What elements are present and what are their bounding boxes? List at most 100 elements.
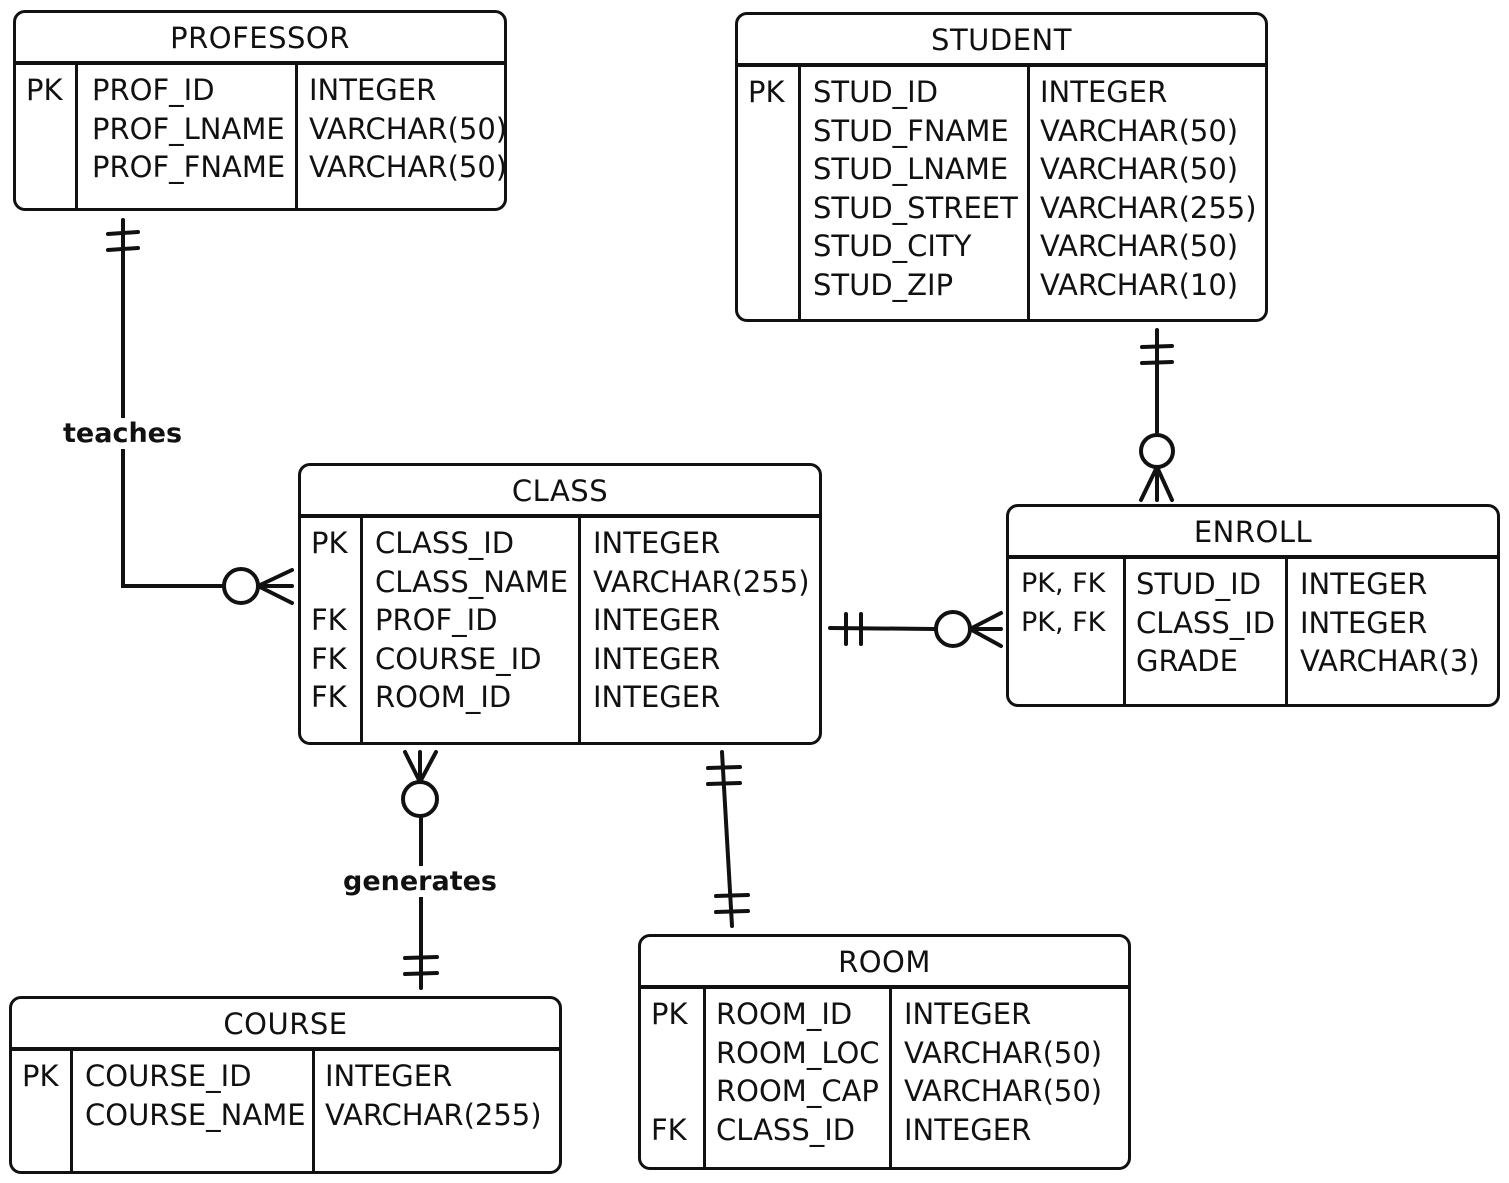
entity-title: CLASS bbox=[301, 466, 819, 518]
field-column: STUD_ID STUD_FNAME STUD_LNAME STUD_STREE… bbox=[798, 67, 1028, 319]
field-cell: ROOM_ID bbox=[375, 680, 512, 714]
type-cell: VARCHAR(255) bbox=[325, 1097, 542, 1132]
key-cell bbox=[22, 1096, 70, 1135]
key-column: PK bbox=[738, 67, 798, 319]
key-cell: PK, FK bbox=[1021, 568, 1106, 599]
key-cell: FK bbox=[311, 680, 347, 714]
type-cell: INTEGER bbox=[593, 526, 721, 560]
field-cell: PROF_ID bbox=[92, 73, 215, 107]
field-cell: PROF_ID bbox=[375, 603, 498, 637]
field-cell: ROOM_CAP bbox=[716, 1074, 879, 1108]
key-cell bbox=[748, 227, 798, 266]
type-cell: INTEGER bbox=[593, 680, 721, 714]
entity-enroll[interactable]: ENROLL PK, FK PK, FK STUD_ID CLASS_ID GR… bbox=[1006, 504, 1500, 707]
key-cell: PK, FK bbox=[1021, 606, 1106, 638]
field-cell: STUD_STREET bbox=[813, 190, 1018, 225]
field-cell: STUD_FNAME bbox=[813, 113, 1009, 148]
field-cell: GRADE bbox=[1136, 644, 1238, 678]
field-cell: ROOM_ID bbox=[716, 997, 853, 1031]
field-column: PROF_ID PROF_LNAME PROF_FNAME bbox=[75, 65, 296, 208]
key-cell bbox=[748, 189, 798, 228]
type-cell: INTEGER bbox=[1040, 75, 1168, 109]
type-cell: VARCHAR(50) bbox=[904, 1035, 1103, 1070]
type-cell: VARCHAR(3) bbox=[1300, 644, 1480, 678]
key-column: PK FK bbox=[641, 989, 703, 1167]
field-cell: STUD_ID bbox=[813, 75, 939, 109]
key-cell bbox=[1021, 642, 1123, 681]
type-column: INTEGER VARCHAR(50) VARCHAR(50) VARCHAR(… bbox=[1027, 67, 1265, 319]
key-column: PK, FK PK, FK bbox=[1009, 559, 1123, 704]
type-cell: VARCHAR(10) bbox=[1040, 267, 1239, 302]
type-cell: VARCHAR(50) bbox=[1040, 113, 1239, 148]
key-cell bbox=[26, 148, 75, 187]
field-cell: CLASS_NAME bbox=[375, 564, 569, 599]
field-column: STUD_ID CLASS_ID GRADE bbox=[1123, 559, 1286, 704]
field-cell: CLASS_ID bbox=[716, 1112, 856, 1147]
type-cell: INTEGER bbox=[1300, 567, 1428, 601]
key-cell: PK bbox=[311, 526, 348, 560]
relationship-student-enroll bbox=[1139, 328, 1175, 502]
type-column: INTEGER VARCHAR(50) VARCHAR(50) INTEGER bbox=[889, 989, 1128, 1167]
key-cell: PK bbox=[26, 73, 63, 107]
entity-title: PROFESSOR bbox=[16, 13, 504, 65]
entity-room[interactable]: ROOM PK FK ROOM_ID ROOM_LOC ROOM_CAP CLA… bbox=[638, 934, 1131, 1170]
entity-title: STUDENT bbox=[738, 15, 1265, 67]
type-column: INTEGER VARCHAR(255) bbox=[312, 1051, 559, 1171]
field-column: ROOM_ID ROOM_LOC ROOM_CAP CLASS_ID bbox=[703, 989, 890, 1167]
entity-student[interactable]: STUDENT PK STUD_ID STUD_FNAME STUD_LNAME… bbox=[735, 12, 1268, 322]
field-cell: STUD_ZIP bbox=[813, 267, 954, 302]
type-cell: INTEGER bbox=[309, 73, 437, 107]
key-cell bbox=[651, 1072, 703, 1111]
entity-class[interactable]: CLASS PK FK FK FK CLASS_ID CLASS_NAME PR… bbox=[298, 463, 822, 745]
type-cell: INTEGER bbox=[1300, 605, 1428, 640]
relationship-label-teaches: teaches bbox=[60, 418, 186, 449]
key-cell: PK bbox=[22, 1059, 59, 1093]
field-cell: PROF_LNAME bbox=[92, 111, 285, 146]
key-cell bbox=[748, 112, 798, 151]
key-column: PK bbox=[16, 65, 75, 208]
entity-course[interactable]: COURSE PK COURSE_ID COURSE_NAME INTEGER … bbox=[9, 996, 562, 1174]
type-cell: INTEGER bbox=[904, 1112, 1032, 1147]
field-cell: CLASS_ID bbox=[1136, 605, 1276, 640]
type-column: INTEGER VARCHAR(50) VARCHAR(50) bbox=[295, 65, 504, 208]
field-cell: COURSE_ID bbox=[375, 641, 542, 676]
type-cell: VARCHAR(50) bbox=[1040, 152, 1239, 186]
type-column: INTEGER INTEGER VARCHAR(3) bbox=[1285, 559, 1497, 704]
field-cell: PROF_FNAME bbox=[92, 150, 286, 184]
type-cell: VARCHAR(50) bbox=[309, 111, 507, 146]
type-cell: VARCHAR(50) bbox=[309, 150, 507, 184]
field-cell: COURSE_NAME bbox=[85, 1097, 306, 1132]
relationship-class-room bbox=[706, 750, 750, 928]
type-cell: VARCHAR(255) bbox=[1040, 190, 1257, 225]
field-cell: CLASS_ID bbox=[375, 526, 515, 560]
entity-professor[interactable]: PROFESSOR PK PROF_ID PROF_LNAME PROF_FNA… bbox=[13, 10, 507, 211]
relationship-label-generates: generates bbox=[340, 866, 500, 897]
field-cell: COURSE_ID bbox=[85, 1059, 252, 1093]
field-cell: STUD_CITY bbox=[813, 229, 972, 263]
entity-title: ENROLL bbox=[1009, 507, 1497, 559]
type-cell: VARCHAR(50) bbox=[1040, 229, 1239, 263]
entity-title: ROOM bbox=[641, 937, 1128, 989]
key-column: PK bbox=[12, 1051, 70, 1171]
field-cell: ROOM_LOC bbox=[716, 1035, 880, 1070]
type-cell: VARCHAR(255) bbox=[593, 564, 810, 599]
field-cell: STUD_LNAME bbox=[813, 152, 1009, 186]
key-cell bbox=[651, 1034, 703, 1073]
key-cell bbox=[748, 266, 798, 305]
type-cell: INTEGER bbox=[593, 641, 721, 676]
type-cell: INTEGER bbox=[904, 997, 1032, 1031]
key-cell: FK bbox=[651, 1112, 687, 1147]
field-column: COURSE_ID COURSE_NAME bbox=[70, 1051, 313, 1171]
key-cell: FK bbox=[311, 641, 347, 676]
type-cell: INTEGER bbox=[593, 603, 721, 637]
type-cell: INTEGER bbox=[325, 1059, 453, 1093]
key-cell bbox=[26, 110, 75, 149]
key-column: PK FK FK FK bbox=[301, 518, 360, 742]
type-cell: VARCHAR(50) bbox=[904, 1074, 1103, 1108]
relationship-class-enroll bbox=[828, 610, 1003, 648]
relationship-teaches bbox=[106, 218, 294, 605]
relationship-generates bbox=[401, 750, 439, 990]
key-cell: PK bbox=[748, 75, 785, 109]
